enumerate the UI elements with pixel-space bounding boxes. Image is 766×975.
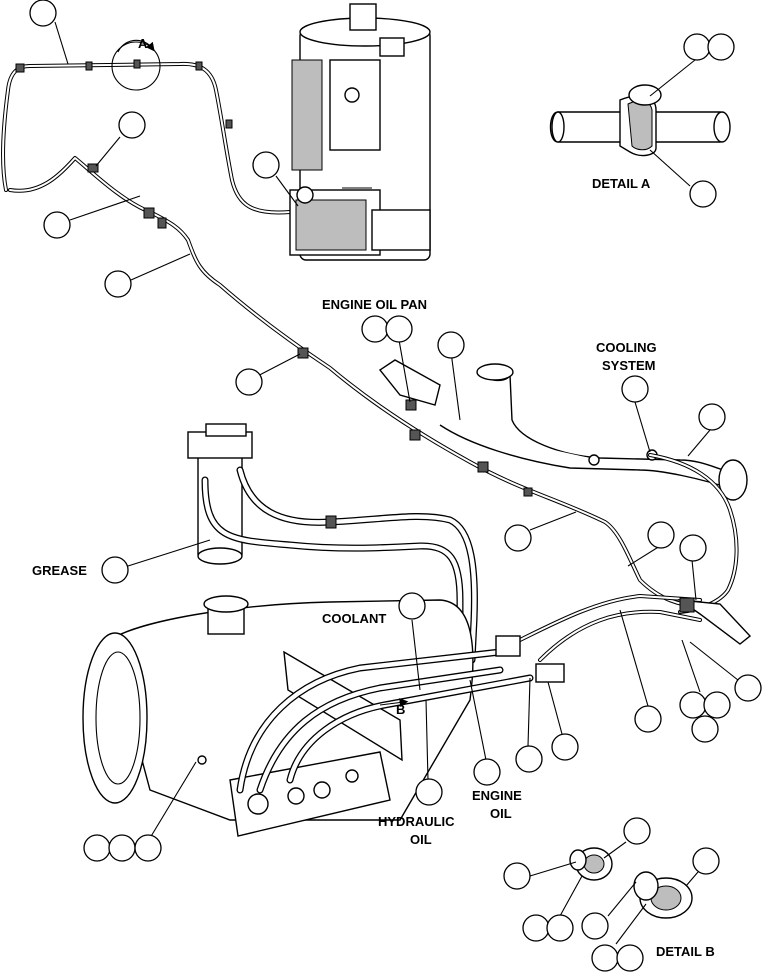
grease-label: GREASE bbox=[32, 563, 87, 578]
detail-a-label: DETAIL A bbox=[592, 176, 651, 191]
callout-balloon bbox=[415, 778, 443, 806]
callout-balloons bbox=[29, 0, 762, 972]
callout-balloon bbox=[83, 834, 111, 862]
callout-balloon bbox=[504, 524, 532, 552]
callout-balloon bbox=[361, 315, 389, 343]
callout-balloon bbox=[679, 691, 707, 719]
cooling-label: COOLING bbox=[596, 340, 657, 355]
detail-b-drawing: DETAIL B bbox=[569, 847, 715, 959]
callout-balloon bbox=[252, 151, 280, 179]
callout-balloon bbox=[104, 270, 132, 298]
callout-balloon bbox=[734, 674, 762, 702]
callout-balloon bbox=[623, 817, 651, 845]
detail-a-drawing: DETAIL A bbox=[549, 84, 731, 191]
callout-balloon bbox=[43, 211, 71, 239]
hydraulic-label: HYDRAULIC bbox=[378, 814, 455, 829]
system-labels: ENGINE OIL PAN COOLING SYSTEM GREASE COO… bbox=[32, 297, 657, 847]
coolant-label: COOLANT bbox=[322, 611, 386, 626]
system-label: SYSTEM bbox=[602, 358, 655, 373]
callout-balloon bbox=[647, 521, 675, 549]
callout-balloon bbox=[698, 403, 726, 431]
callout-balloon bbox=[621, 375, 649, 403]
callout-balloon bbox=[692, 847, 720, 875]
grease-filter-and-hoses bbox=[187, 423, 478, 664]
callout-balloon bbox=[515, 745, 543, 773]
callout-balloon bbox=[385, 315, 413, 343]
callout-balloon bbox=[591, 944, 619, 972]
callout-balloon bbox=[398, 592, 426, 620]
callout-balloon bbox=[134, 834, 162, 862]
callout-balloon bbox=[683, 33, 711, 61]
detail-b-label: DETAIL B bbox=[656, 944, 715, 959]
callout-balloon bbox=[551, 733, 579, 761]
callout-balloon bbox=[437, 331, 465, 359]
callout-balloon bbox=[703, 691, 731, 719]
callout-balloon bbox=[689, 180, 717, 208]
control-panel: B bbox=[229, 594, 752, 837]
callout-balloon bbox=[235, 368, 263, 396]
upper-tube-routing bbox=[0, 59, 702, 609]
callout-balloon bbox=[101, 556, 129, 584]
callout-balloon bbox=[707, 33, 735, 61]
hydraulic-oil-label: OIL bbox=[410, 832, 432, 847]
engine-oil-pan-and-cooling-pipe bbox=[378, 359, 748, 614]
callout-balloon bbox=[679, 534, 707, 562]
callout-balloon bbox=[691, 715, 719, 743]
callout-balloon bbox=[634, 705, 662, 733]
callout-balloon bbox=[473, 758, 501, 786]
callout-balloon bbox=[29, 0, 57, 27]
callout-balloon bbox=[522, 914, 550, 942]
callout-balloon bbox=[616, 944, 644, 972]
engine-oil-pan-label: ENGINE OIL PAN bbox=[322, 297, 427, 312]
engine-oil-label: OIL bbox=[490, 806, 512, 821]
view-a-label: A bbox=[138, 36, 148, 51]
engine-label: ENGINE bbox=[472, 788, 522, 803]
callout-balloon bbox=[546, 914, 574, 942]
view-b-label: B bbox=[396, 702, 405, 717]
callout-balloon bbox=[503, 862, 531, 890]
callout-balloon bbox=[581, 912, 609, 940]
view-a-indicator: A bbox=[111, 36, 161, 91]
callout-balloon bbox=[108, 834, 136, 862]
callout-balloon bbox=[118, 111, 146, 139]
engine-filter-assembly bbox=[289, 3, 431, 261]
